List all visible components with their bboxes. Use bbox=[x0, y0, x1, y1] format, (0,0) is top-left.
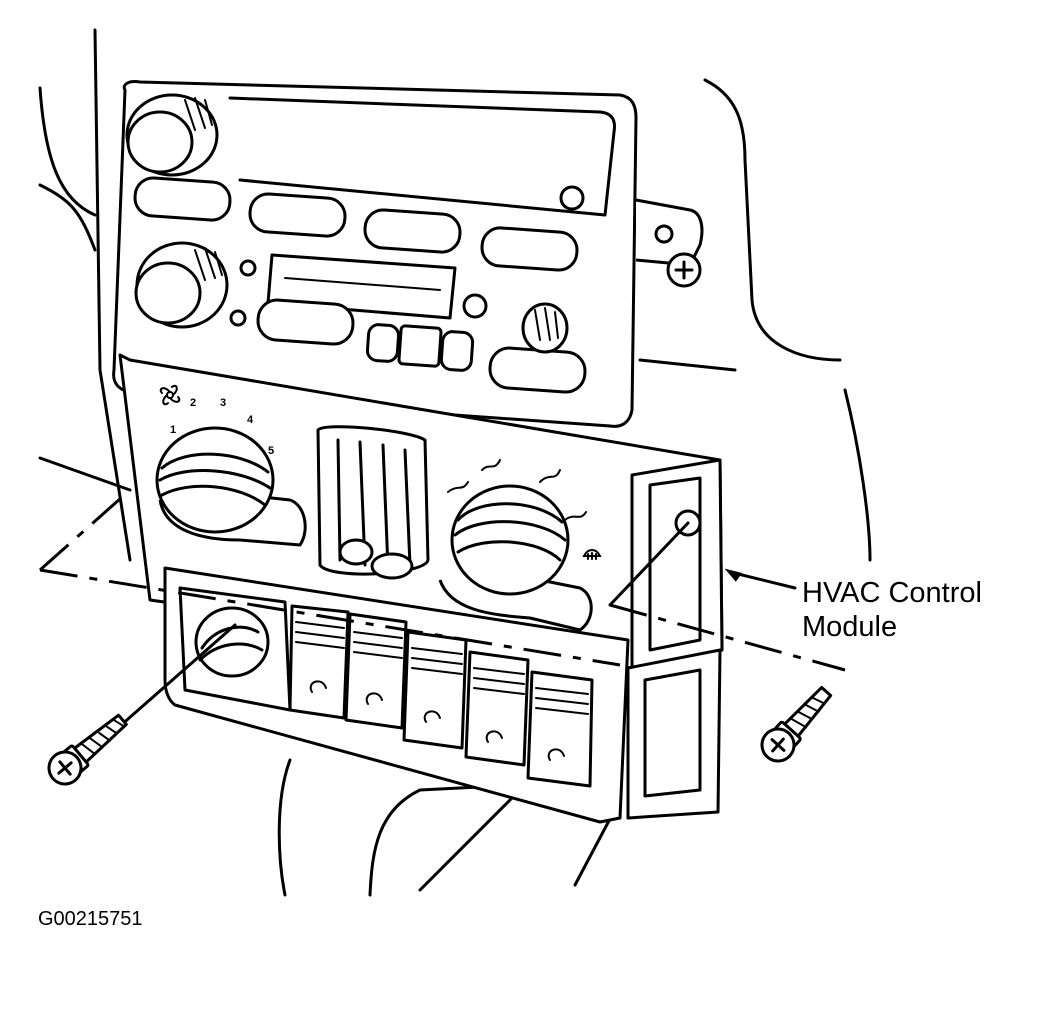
callout-label-line1: HVAC Control bbox=[802, 577, 982, 609]
fan-icon bbox=[159, 384, 181, 406]
fan-speed-mark-3: 3 bbox=[220, 397, 226, 409]
fan-speed-mark-2: 2 bbox=[190, 397, 196, 409]
fan-speed-mark-4: 4 bbox=[247, 414, 254, 426]
fan-speed-mark-5: 5 bbox=[268, 445, 274, 457]
mode-button-4 bbox=[464, 650, 530, 767]
mode-button-5 bbox=[526, 670, 594, 788]
air-vent-sliders bbox=[316, 425, 430, 580]
mode-button-1 bbox=[288, 604, 350, 720]
figure-id: G00215751 bbox=[38, 908, 143, 930]
radio-unit bbox=[112, 80, 704, 428]
callout-label-line2: Module bbox=[802, 611, 897, 643]
mode-button-3 bbox=[402, 630, 468, 750]
hvac-control-module: 1 2 3 4 5 bbox=[118, 353, 724, 824]
defrost-icon bbox=[582, 549, 602, 560]
right-screw-icon bbox=[760, 685, 833, 763]
mode-button-2 bbox=[344, 612, 408, 730]
mode-buttons bbox=[288, 604, 594, 788]
temperature-knob bbox=[438, 459, 593, 632]
left-screw-icon bbox=[47, 713, 128, 786]
recirculation-knob bbox=[194, 606, 270, 678]
fan-speed-mark-1: 1 bbox=[170, 424, 176, 436]
hvac-callout: HVAC Control Module bbox=[724, 568, 982, 643]
fan-speed-knob bbox=[155, 426, 307, 547]
dashboard-outline bbox=[38, 28, 872, 897]
